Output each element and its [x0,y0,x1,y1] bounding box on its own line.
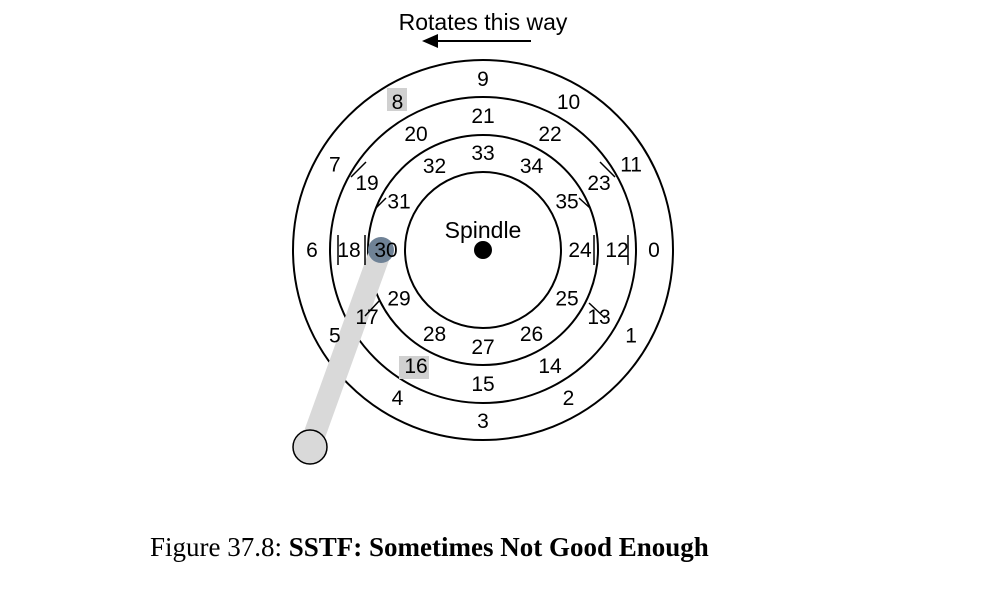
sector-label-2: 2 [563,387,575,410]
rotation-arrow [422,34,531,48]
sector-label-24: 24 [568,239,592,262]
request-highlight-8 [387,88,407,111]
sector-label-33: 33 [471,142,494,165]
sector-label-26: 26 [520,323,543,346]
sector-label-15: 15 [471,373,494,396]
sector-label-13: 13 [587,306,610,329]
sector-label-3: 3 [477,410,489,433]
sector-label-7: 7 [329,154,341,177]
figure-caption: Figure 37.8: SSTF: Sometimes Not Good En… [150,532,709,563]
sector-label-21: 21 [471,105,494,128]
arm-pivot [292,429,328,465]
spindle-circle [404,171,562,329]
sector-label-30: 30 [374,239,397,262]
sector-label-35: 35 [555,191,578,214]
sector-label-12: 12 [605,239,628,262]
sector-label-10: 10 [557,91,580,114]
sector-label-14: 14 [538,355,562,378]
disk-arm [299,246,392,451]
middle-track-circle [329,96,637,404]
sector-labels: 9101101234567821222312131415161718192033… [306,68,660,433]
sector-label-19: 19 [355,172,378,195]
sector-label-8: 8 [392,91,404,114]
spindle-dot [474,241,492,259]
sector-label-20: 20 [404,123,427,146]
sector-label-28: 28 [423,323,446,346]
spindle-label: Spindle [445,217,522,243]
sector-label-27: 27 [471,336,494,359]
sector-label-32: 32 [423,155,446,178]
sector-label-23: 23 [587,172,610,195]
sector-label-5: 5 [329,325,341,348]
sector-label-34: 34 [520,155,544,178]
sector-label-29: 29 [387,288,410,311]
sector-label-0: 0 [648,239,660,262]
sector-label-17: 17 [355,306,378,329]
outer-track-circle [292,59,674,441]
sector-label-25: 25 [555,288,578,311]
rotation-label: Rotates this way [399,9,568,35]
sector-label-18: 18 [337,239,360,262]
sector-label-4: 4 [392,387,404,410]
sector-label-9: 9 [477,68,489,91]
disk-head [368,237,394,263]
sector-label-11: 11 [620,154,642,177]
track-spokes [337,161,629,319]
sector-label-1: 1 [625,325,637,348]
caption-title: SSTF: Sometimes Not Good Enough [288,532,709,562]
sector-label-16: 16 [404,355,427,378]
sector-label-6: 6 [306,239,318,262]
request-highlight-16 [399,356,429,379]
sector-label-31: 31 [387,191,410,214]
caption-prefix: Figure 37.8: [150,532,282,562]
sector-label-22: 22 [538,123,561,146]
